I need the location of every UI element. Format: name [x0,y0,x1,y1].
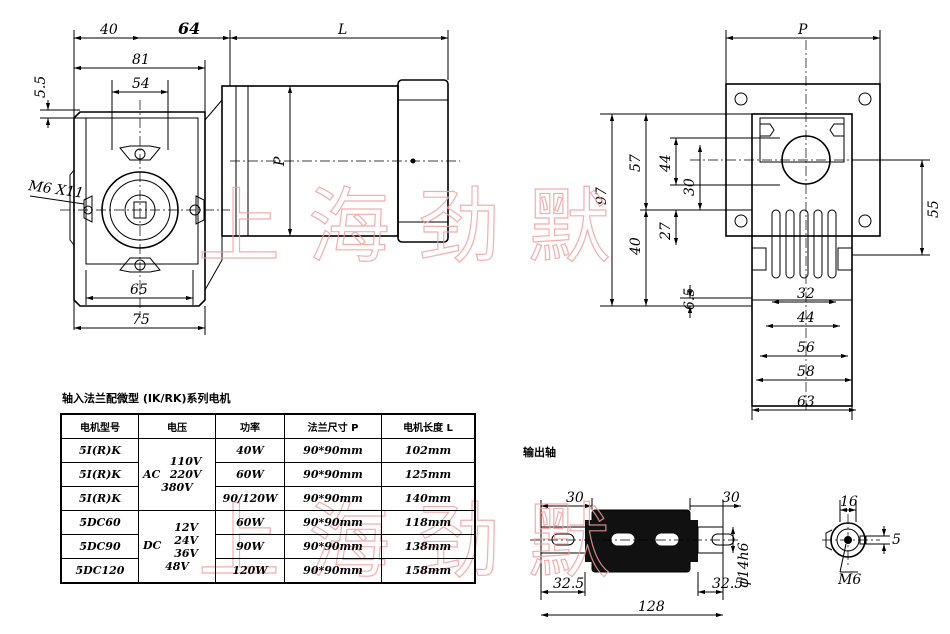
cell-flange: 90*90mm [284,486,382,511]
dim-27: 27 [658,222,674,241]
table-header-row: 电机型号 电压 功率 法兰尺寸 P 电机长度 L [60,413,476,439]
table-row: 5I(R)K 60W 90*90mm 125mm [60,462,476,487]
table-row: 5I(R)K AC 110V 220V 380V 40W 90*90mm 102… [60,438,476,511]
header-length: 电机长度 L [381,413,476,439]
dim-75: 75 [132,312,150,328]
dim-32: 32 [797,286,815,302]
watermark-top: 上海劲默 [198,180,638,275]
dim-63: 63 [797,394,815,410]
cell-flange: 90*90mm [284,534,382,559]
dim-phi: φ14h6 [736,542,752,588]
table-row: 5DC60 DC 12V 24V 36V 48V 60W 90*90mm 118… [60,510,476,584]
dim-44h: 44 [796,310,815,326]
cell-ac-voltage: AC 110V 220V 380V [138,438,216,511]
cell-power: 90W [215,534,285,559]
table-row: 5DC120 120W 90*90mm 158mm [60,558,476,584]
cell-model: 5I(R)K [60,462,139,487]
dim-128: 128 [638,599,665,615]
header-model: 电机型号 [60,413,139,439]
output-shaft-title: 输出轴 [523,446,556,459]
dim-6-5: 6.5 [682,288,698,310]
dim-97: 97 [594,187,610,205]
shaft-view: 30 30 32.5 32.5 128 φ14h6 16 5 M6 [530,490,901,618]
dim-30-left: 30 [566,490,584,506]
dim-5: 5 [892,532,901,548]
table-row: 5DC90 90W 90*90mm 138mm [60,534,476,559]
table-row: 5I(R)K 90/120W 90*90mm 140mm [60,486,476,511]
spec-table-title: 轴入法兰配微型 (IK/RK)系列电机 [62,392,231,405]
dc-v2: 24V [174,533,199,547]
dim-16: 16 [840,494,858,510]
cell-power: 90/120W [215,486,285,511]
thread-label-shaft: M6 [837,572,861,588]
cell-length: 118mm [381,510,476,535]
dim-81: 81 [132,52,150,68]
side-view: P 97 57 44 30 27 40 6.5 55 32 44 56 58 6… [594,22,942,420]
header-flange: 法兰尺寸 P [284,413,382,439]
dim-64: 64 [178,19,200,38]
cell-model: 5I(R)K [60,486,139,511]
dc-v4: 48V [165,559,189,573]
cell-flange: 90*90mm [284,510,382,535]
dim-30: 30 [682,178,698,196]
dim-56: 56 [797,340,815,356]
dim-44v: 44 [658,154,674,173]
cell-length: 140mm [381,486,476,511]
front-view: 40 64 L 81 54 5.5 P M6 X11 65 75 [26,19,460,335]
dc-v1: 12V [174,520,199,534]
cell-length: 125mm [381,462,476,487]
dim-57: 57 [628,154,644,172]
ac-prefix: AC [143,468,161,481]
header-power: 功率 [215,413,285,439]
dim-5-5: 5.5 [33,76,49,98]
cell-power: 120W [215,558,285,584]
cell-power: 40W [215,438,285,463]
cell-power: 60W [215,510,285,535]
cell-flange: 90*90mm [284,438,382,463]
dim-54: 54 [132,76,150,92]
cell-flange: 90*90mm [284,558,382,584]
cell-length: 138mm [381,534,476,559]
ac-v2: 220V [169,468,202,481]
cell-length: 158mm [381,558,476,584]
thread-label-front: M6 X11 [26,178,84,202]
ac-v1: 110V [169,455,202,468]
cell-length: 102mm [381,438,476,463]
dim-P-front: P [272,156,288,167]
dc-prefix: DC [143,538,162,552]
dc-v3: 36V [174,546,199,560]
dim-L: L [337,22,347,38]
header-voltage: 电压 [138,413,216,439]
cell-flange: 90*90mm [284,462,382,487]
dim-P-side: P [797,22,808,38]
ac-v3: 380V [161,481,193,494]
spec-table: 电机型号 电压 功率 法兰尺寸 P 电机长度 L 5I(R)K AC 110V … [60,413,476,584]
cell-model: 5DC90 [60,534,139,559]
dim-58: 58 [797,364,815,380]
dim-65: 65 [130,282,148,298]
dim-32-5-right: 32.5 [712,576,743,592]
dim-40-side: 40 [628,237,644,256]
cell-model: 5DC120 [60,558,139,584]
dim-32-5-left: 32.5 [553,576,584,592]
dim-55: 55 [926,200,942,218]
cell-model: 5I(R)K [60,438,139,463]
dim-40-front: 40 [99,22,118,38]
cell-power: 60W [215,462,285,487]
dim-30-right: 30 [722,490,740,506]
cell-dc-voltage: DC 12V 24V 36V 48V [138,510,216,584]
cell-model: 5DC60 [60,510,139,535]
